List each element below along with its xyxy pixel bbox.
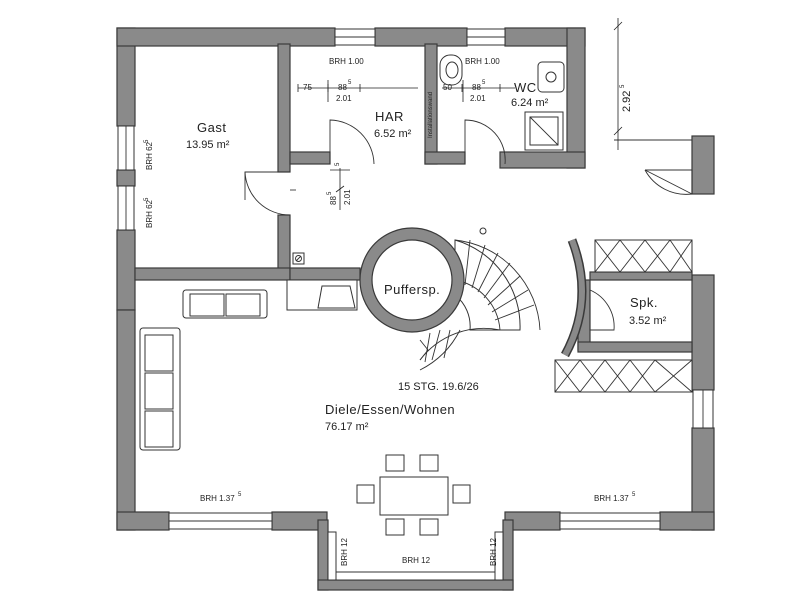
brh-label-gast-window-1-sup: 5: [144, 139, 150, 143]
bay-window: [317, 519, 514, 591]
dim-88-wc-sup: 5: [482, 80, 486, 86]
dim-88-har: 88: [338, 83, 347, 92]
walls: [116, 27, 715, 531]
kitchen-cabinets: [554, 238, 693, 393]
puffer-tank: [359, 227, 465, 333]
labels: Gast 13.95 m² HAR 6.52 m² WC 6.24 m² Puf…: [144, 57, 667, 566]
dim-50-wc: 50: [443, 83, 452, 92]
dim-88-wc: 88: [472, 83, 481, 92]
room-name-puffer: Puffersp.: [384, 282, 440, 297]
brh-label-bottom-right-sup: 5: [632, 492, 636, 498]
installationswand-label: Installationswand: [428, 92, 434, 138]
room-area-spk: 3.52 m²: [629, 315, 667, 327]
dim-75-har: 75: [303, 83, 312, 92]
brh-label-bay-left: BRH 12: [340, 537, 349, 566]
brh-label-gast-window-2-sup: 5: [144, 197, 150, 201]
brh-label-wc-top: BRH 1.00: [465, 57, 500, 66]
room-name-wc: WC: [514, 80, 537, 95]
dim-88-door-sup: 5: [327, 191, 333, 195]
dim-88-door: 88: [329, 196, 338, 205]
stairs-label: 15 STG. 19.6/26: [398, 381, 479, 393]
brh-label-har-top: BRH 1.00: [329, 57, 364, 66]
stairs: [419, 227, 541, 371]
room-area-har: 6.52 m²: [374, 128, 412, 140]
room-name-gast: Gast: [197, 120, 226, 135]
dim-292-sup: 5: [620, 84, 626, 88]
windows: [117, 28, 714, 530]
furniture: [139, 279, 471, 536]
brh-label-bottom-left: BRH 1.37: [200, 494, 235, 503]
room-area-gast: 13.95 m²: [186, 139, 230, 151]
dim-201-wc: 2.01: [470, 94, 486, 103]
dim-88-har-sup: 5: [348, 80, 352, 86]
room-area-wc: 6.24 m²: [511, 97, 549, 109]
room-name-diele: Diele/Essen/Wohnen: [325, 402, 455, 417]
room-name-har: HAR: [375, 109, 404, 124]
brh-label-bottom-left-sup: 5: [238, 492, 242, 498]
dim-292: 2.92: [621, 91, 633, 112]
brh-label-bay: BRH 12: [402, 556, 431, 565]
dim-sup-door: 5: [335, 162, 341, 166]
room-area-diele: 76.17 m²: [325, 421, 369, 433]
brh-label-gast-window-2: BRH 62: [145, 199, 154, 228]
wc-fixtures: [439, 54, 565, 151]
brh-label-bottom-right: BRH 1.37: [594, 494, 629, 503]
dimension-lines: [290, 18, 623, 265]
dim-201-har: 2.01: [336, 94, 352, 103]
brh-label-bay-right: BRH 12: [489, 537, 498, 566]
doors: [244, 119, 693, 331]
room-name-spk: Spk.: [630, 295, 658, 310]
dim-201-door: 2.01: [343, 189, 352, 205]
brh-label-gast-window-1: BRH 62: [145, 141, 154, 170]
